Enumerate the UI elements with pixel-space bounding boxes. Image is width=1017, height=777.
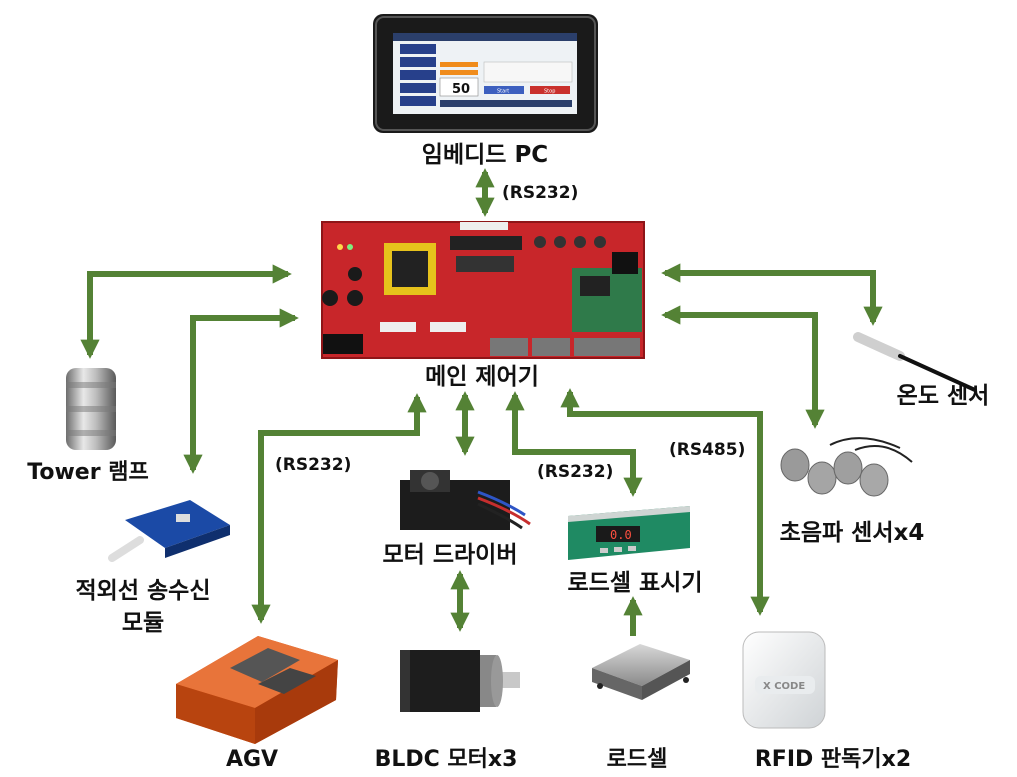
rfid-reader-image: X CODE xyxy=(742,631,826,729)
arrow-controller-temp-sensor xyxy=(661,263,883,326)
protocol-rfid-link: (RS485) xyxy=(669,440,745,460)
tower-lamp-image xyxy=(66,368,116,450)
screen-start-button[interactable] xyxy=(484,86,524,94)
protocol-loadcell-link: (RS232) xyxy=(537,462,613,482)
label-agv: AGV xyxy=(226,747,278,772)
screen-start-label: Start xyxy=(497,89,509,95)
arrow-controller-tower-lamp xyxy=(80,264,292,359)
label-temperature-sensor: 온도 센서 xyxy=(897,383,990,409)
label-embedded-pc: 임베디드 PC xyxy=(422,142,548,168)
label-bldc-motor: BLDC 모터x3 xyxy=(375,747,518,772)
screen-stop-button[interactable] xyxy=(530,86,570,94)
screen-stop-label: Stop xyxy=(544,89,555,95)
motor-driver-image xyxy=(400,470,531,530)
label-ir-module-line2: 모듈 xyxy=(122,610,164,636)
ultrasonic-sensors-image xyxy=(780,437,913,497)
agv-image xyxy=(176,636,338,744)
loadcell-image xyxy=(592,644,690,700)
label-ir-module-line1: 적외선 송수신 xyxy=(76,578,211,604)
arrow-controller-agv xyxy=(251,393,427,624)
temperature-sensor-image xyxy=(853,332,977,392)
label-tower-lamp: Tower 램프 xyxy=(27,460,148,485)
svg-text:0.0: 0.0 xyxy=(610,528,632,542)
protocol-agv-link: (RS232) xyxy=(275,455,351,475)
protocol-pc-link: (RS232) xyxy=(502,183,578,203)
label-loadcell: 로드셀 xyxy=(607,747,668,772)
svg-text:X CODE: X CODE xyxy=(763,681,805,692)
label-loadcell-display: 로드셀 표시기 xyxy=(568,570,703,596)
embedded-pc-image: 50 Start Stop xyxy=(373,14,598,133)
ir-module-image xyxy=(108,500,230,562)
arrow-controller-ir-module xyxy=(183,308,299,474)
connection-arrows xyxy=(80,168,883,636)
screen-display-value: 50 xyxy=(452,82,470,97)
label-ultrasonic-sensor: 초음파 센서x4 xyxy=(780,520,925,546)
main-controller-board-image xyxy=(321,221,645,359)
loadcell-display-image: 0.0 xyxy=(568,506,690,560)
label-main-controller: 메인 제어기 xyxy=(425,364,539,390)
label-rfid-reader: RFID 판독기x2 xyxy=(755,747,911,772)
label-motor-driver: 모터 드라이버 xyxy=(383,542,518,568)
arrow-controller-ultrasonic xyxy=(661,305,825,429)
bldc-motor-image xyxy=(400,650,520,712)
